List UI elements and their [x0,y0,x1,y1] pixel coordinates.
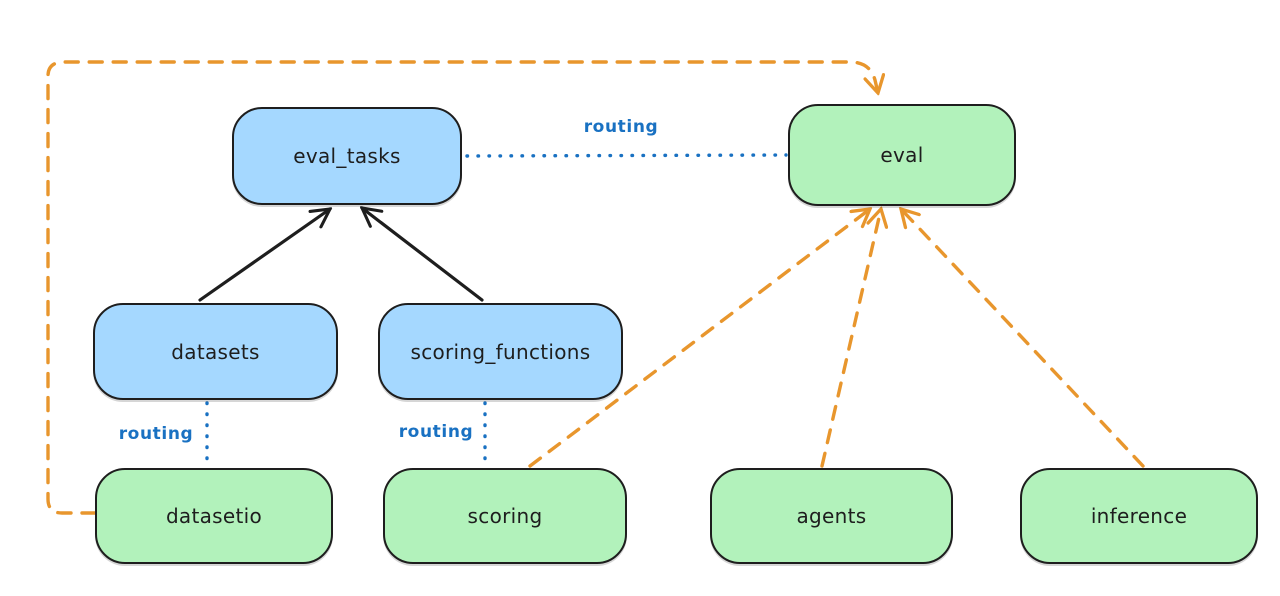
edge-datasetio-to-eval [46,60,878,515]
node-agents: agents [710,468,953,564]
edge-label-routing-middle: routing [398,422,474,442]
edge-agents-to-eval [820,209,881,468]
node-inference: inference [1020,468,1258,564]
edge-scoring_functions-to-eval_tasks [362,208,484,302]
node-scoring: scoring [383,468,627,564]
node-scoring-label: scoring [467,504,543,528]
node-eval-label: eval [880,143,924,167]
node-datasetio: datasetio [95,468,333,564]
edge-scoring-to-eval [528,209,870,468]
node-scoring_functions-label: scoring_functions [410,339,591,364]
edge-eval_tasks-to-eval-routing [465,153,788,158]
node-inference-label: inference [1090,504,1188,528]
edge-label-routing-top: routing [583,117,659,137]
node-datasetio-label: datasetio [165,504,263,528]
node-eval_tasks-label: eval_tasks [293,144,401,168]
node-eval: eval [788,104,1016,206]
node-datasets-label: datasets [171,339,260,364]
node-eval_tasks: eval_tasks [232,107,462,205]
node-datasets: datasets [93,303,338,400]
edge-datasets-to-eval_tasks [198,209,330,302]
node-scoring_functions: scoring_functions [378,303,623,400]
edge-label-routing-left: routing [118,424,194,444]
node-agents-label: agents [796,504,867,528]
edge-inference-to-eval [901,209,1145,468]
